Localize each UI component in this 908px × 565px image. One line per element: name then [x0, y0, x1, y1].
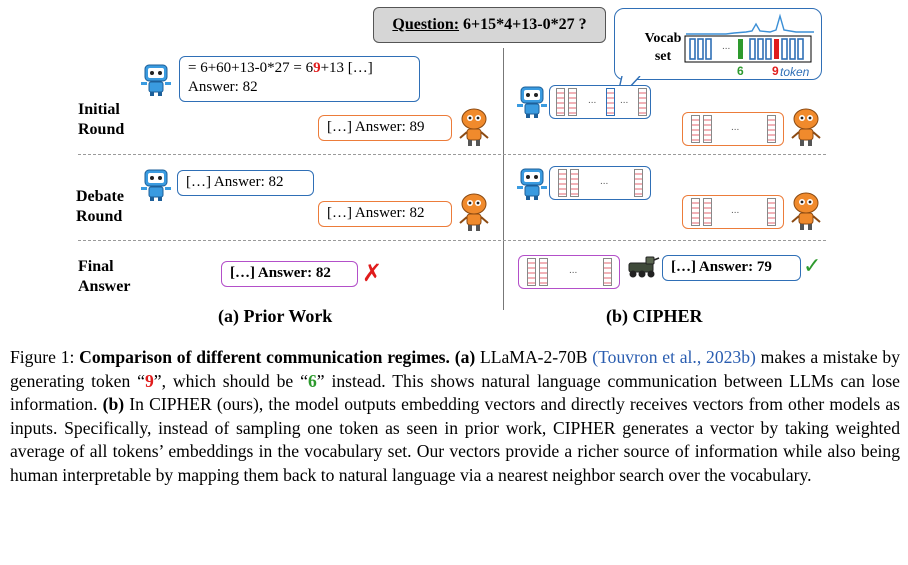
caption-correct-token: 6: [307, 370, 317, 391]
caption-part-a: (a): [449, 347, 480, 367]
cipher-final-bubble: […] Answer: 79: [662, 255, 801, 281]
cipher-final-vectors: ...: [518, 255, 620, 289]
rover-robot-icon: [628, 256, 660, 278]
caption-text-4: ” instead. This shows natural language c…: [10, 370, 900, 415]
row-label-final: Final Answer: [78, 258, 131, 295]
question-text: 6+15*4+13-0*27 ?: [459, 16, 587, 33]
row-label-debate: Debate Round: [76, 188, 124, 225]
caption-title: Comparison of different communication re…: [79, 347, 450, 367]
cipher-initial-orange-vectors: ...: [682, 112, 784, 146]
token-word-label: token: [780, 65, 810, 79]
blue-robot-icon: [141, 64, 171, 96]
prior-debate-blue-bubble: […] Answer: 82: [177, 170, 314, 196]
prior-work-subtitle: (a) Prior Work: [218, 306, 333, 326]
cipher-initial-blue-vectors: ... ...: [549, 85, 651, 119]
orange-robot-icon: [791, 192, 821, 230]
prior-wrong-token: 9: [313, 60, 321, 76]
caption-text-2: makes a mistake by generating token “: [10, 347, 901, 391]
prior-final-answer: […] Answer: 82: [230, 265, 331, 281]
prior-initial-text-a: = 6+60+13-0*27 = 6: [188, 60, 314, 76]
panel-divider: [503, 48, 504, 310]
cipher-debate-blue-vectors: ...: [549, 166, 651, 200]
prior-initial-orange-bubble: […] Answer: 89: [318, 115, 452, 141]
prior-initial-blue-bubble: = 6+60+13-0*27 = 69+13 […] Answer: 82: [179, 56, 420, 102]
vocab-distribution: [684, 13, 814, 63]
figure-caption: Figure 1: Comparison of different commun…: [10, 346, 900, 487]
cipher-debate-orange-vectors: ...: [682, 195, 784, 229]
row-separator-2: [78, 240, 826, 241]
cross-mark-icon: ✗: [362, 259, 383, 287]
check-mark-icon: ✓: [803, 254, 822, 279]
caption-text-5: In CIPHER (ours), the model outputs embe…: [10, 394, 900, 485]
prior-initial-text-b: +13 […]: [320, 60, 373, 76]
orange-robot-icon: [459, 193, 489, 231]
vocab-label: Vocab set: [642, 30, 684, 66]
blue-robot-icon: [141, 169, 171, 201]
blue-robot-icon: [517, 168, 547, 200]
figure: Question: 6+15*4+13-0*27 ? Initial Round…: [76, 7, 826, 326]
caption-figure-number: Figure 1:: [10, 347, 80, 367]
blue-robot-icon: [517, 86, 547, 118]
token-nine-label: 9: [772, 64, 779, 78]
vocab-label-line1: Vocab: [644, 31, 682, 46]
orange-robot-icon: [459, 108, 489, 146]
caption-part-b: (b): [102, 394, 125, 414]
vocab-dots: ...: [722, 41, 731, 52]
cipher-final-answer: […] Answer: 79: [671, 259, 772, 275]
prior-debate-orange-bubble: […] Answer: 82: [318, 201, 452, 227]
citation-link[interactable]: (Touvron et al., 2023b): [588, 347, 756, 367]
caption-wrong-token: 9: [144, 370, 154, 391]
prior-initial-answer: Answer: 82: [188, 79, 258, 95]
row-label-initial: Initial Round: [78, 101, 125, 138]
question-box: Question: 6+15*4+13-0*27 ?: [373, 7, 606, 43]
token-six-label: 6: [737, 64, 744, 78]
caption-text-3: ”, which should be “: [153, 370, 308, 391]
caption-model: LLaMA-2-70B: [480, 347, 588, 367]
citation-part-1[interactable]: (Touvron et al.,: [587, 347, 702, 367]
citation-part-2[interactable]: 2023b): [706, 347, 756, 367]
orange-robot-icon: [791, 108, 821, 146]
cipher-subtitle: (b) CIPHER: [606, 306, 703, 326]
vocab-label-line2: set: [654, 49, 672, 64]
prior-final-bubble: […] Answer: 82: [221, 261, 358, 287]
question-prefix: Question:: [392, 16, 460, 33]
row-separator-1: [78, 154, 826, 155]
